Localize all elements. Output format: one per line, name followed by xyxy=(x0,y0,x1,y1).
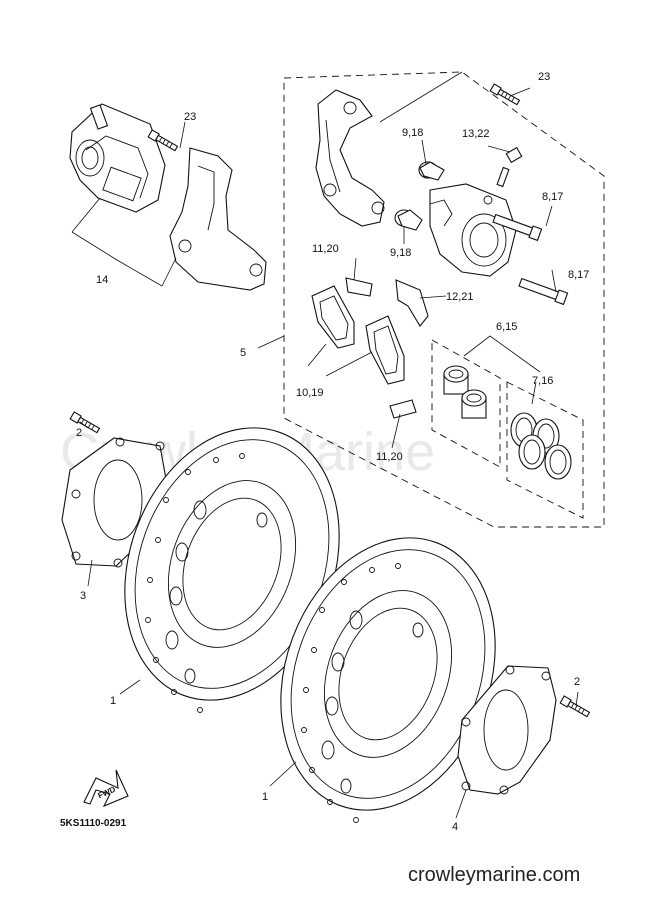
pin-8-17-upper xyxy=(492,213,543,242)
callout-1-upper: 1 xyxy=(110,695,116,707)
callout-13-22: 13,22 xyxy=(462,128,490,140)
bolt-23-right xyxy=(489,83,521,107)
callout-23-right: 23 xyxy=(538,71,550,83)
pad-spring-12-21 xyxy=(395,279,429,327)
callout-12-21: 12,21 xyxy=(446,291,474,303)
callout-6-15: 6,15 xyxy=(496,321,517,333)
bleed-screw-13-22 xyxy=(496,146,523,188)
callout-1-lower: 1 xyxy=(262,791,268,803)
callout-11-20-upper: 11,20 xyxy=(312,243,339,255)
callout-9-18-lower: 9,18 xyxy=(390,247,411,259)
piston-group-dashed-box xyxy=(431,339,501,468)
diagram-code: 5KS1110-0291 xyxy=(60,818,127,829)
callout-8-17-upper: 8,17 xyxy=(542,191,563,203)
seal-group-dashed-box xyxy=(506,381,584,519)
callout-7-16: 7,16 xyxy=(532,375,553,387)
footer-url: crowleymarine.com xyxy=(408,864,580,886)
callout-9-18-upper: 9,18 xyxy=(402,127,423,139)
piston-6-15 xyxy=(443,365,487,419)
bolt-2-right xyxy=(559,695,591,719)
brake-pad-10-19-right xyxy=(365,315,405,385)
pin-8-17-lower xyxy=(518,277,569,306)
callout-10-19: 10,19 xyxy=(296,387,324,399)
pad-clip-11-20-lower xyxy=(389,399,417,419)
callout-11-20-lower: 11,20 xyxy=(376,451,403,463)
callout-2-left: 2 xyxy=(76,427,82,439)
boot-9-18-upper xyxy=(418,161,445,181)
caliper-assembly-14 xyxy=(69,103,267,291)
caliper-bracket xyxy=(315,89,385,227)
callout-5: 5 xyxy=(240,347,246,359)
callout-2-right: 2 xyxy=(574,676,580,688)
brake-pad-10-19-left xyxy=(311,285,355,349)
callout-14: 14 xyxy=(96,274,108,286)
callout-8-17-lower: 8,17 xyxy=(568,269,589,281)
seals-7-16 xyxy=(510,412,572,480)
brake-disc-1-lower xyxy=(280,537,496,823)
callout-4: 4 xyxy=(452,821,458,833)
callout-3: 3 xyxy=(80,590,86,602)
pad-clip-11-20-upper xyxy=(345,277,373,297)
boot-9-18-lower xyxy=(394,209,423,231)
fwd-direction-arrow: FWD xyxy=(83,769,129,808)
brake-disc-1-upper xyxy=(124,427,340,713)
leader-lines xyxy=(71,71,579,819)
callout-23-left: 23 xyxy=(184,111,196,123)
caliper-body xyxy=(429,183,517,277)
